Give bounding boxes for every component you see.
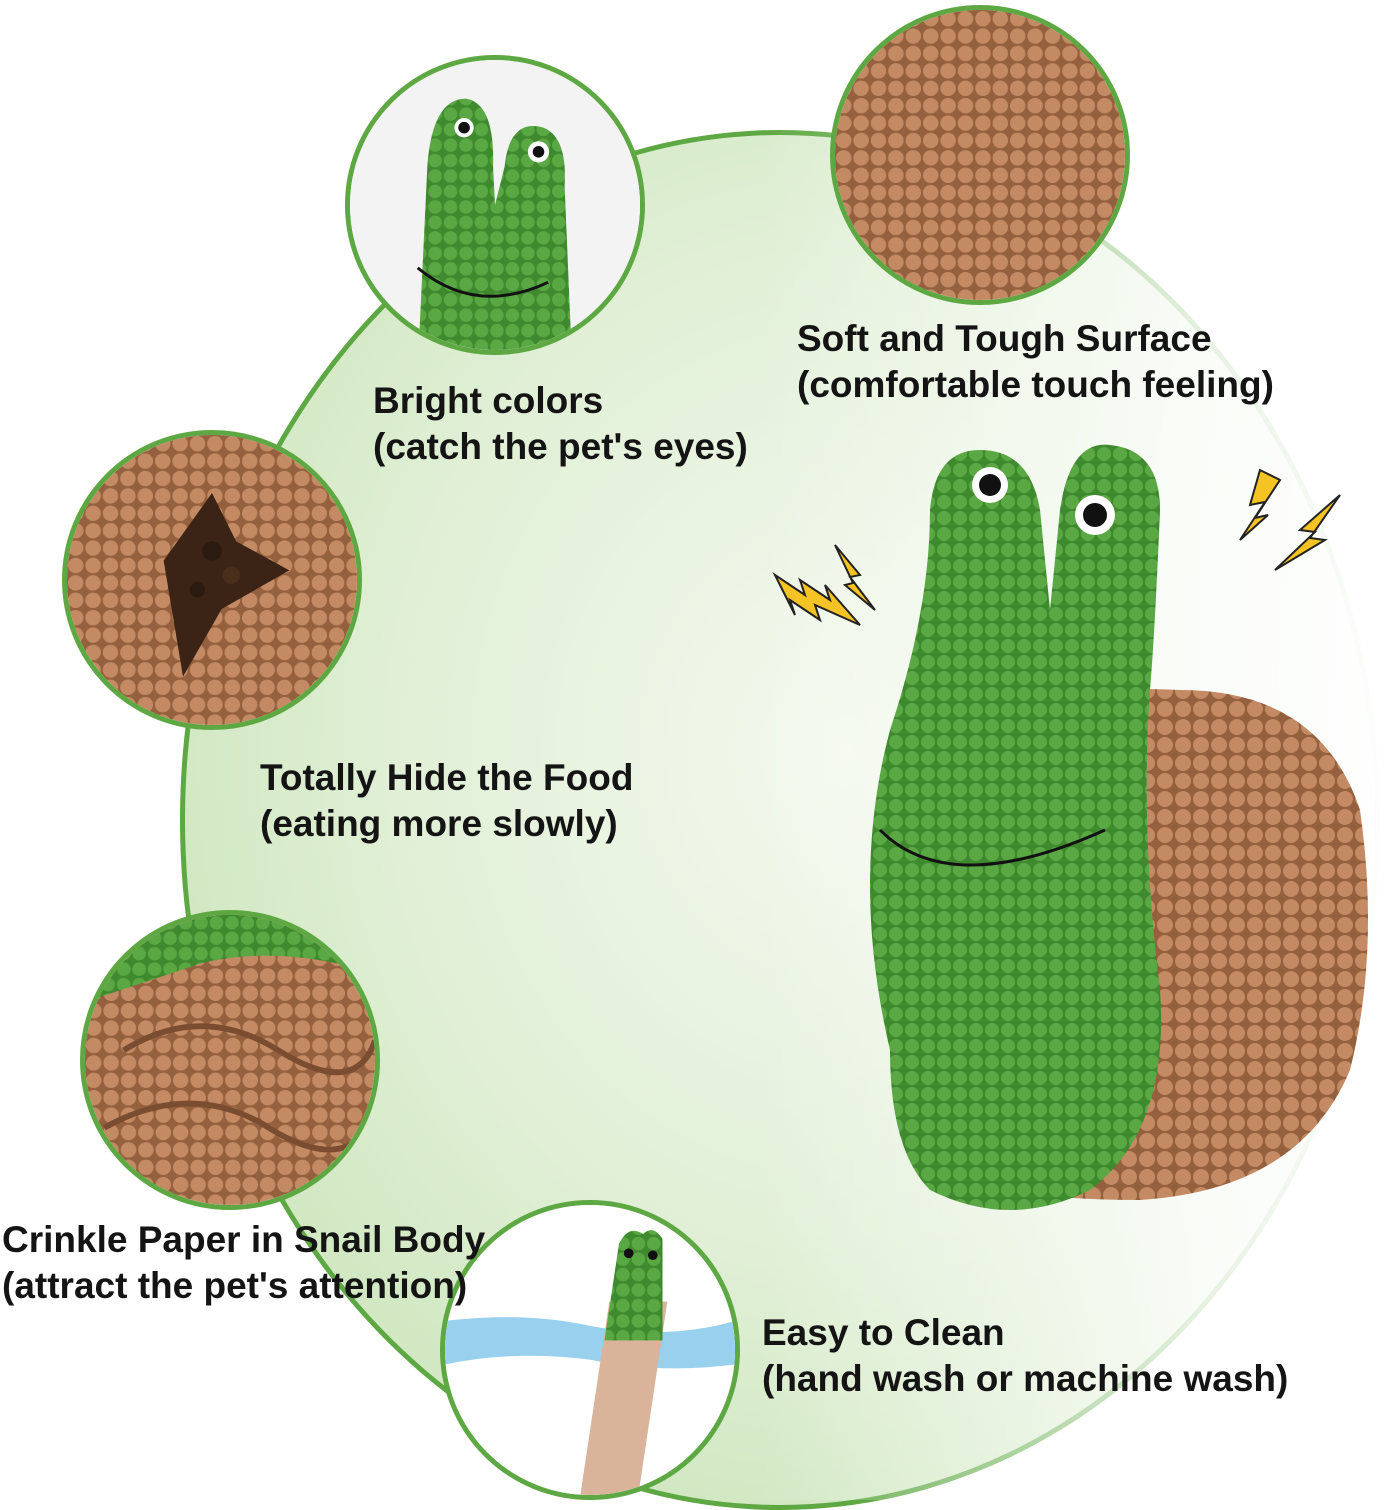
- lightning-bolt-icon: [772, 544, 876, 626]
- feature-soft-surface: Soft and Tough Surface (comfortable touc…: [797, 316, 1274, 408]
- feature-title: Crinkle Paper in Snail Body: [2, 1219, 486, 1260]
- feature-easy-clean: Easy to Clean (hand wash or machine wash…: [762, 1310, 1288, 1402]
- feature-crinkle-paper: Crinkle Paper in Snail Body (attract the…: [2, 1217, 485, 1309]
- feature-bright-colors: Bright colors (catch the pet's eyes): [373, 378, 748, 470]
- feature-subtitle: (comfortable touch feeling): [797, 364, 1274, 405]
- snail-toy-product-image: [760, 430, 1380, 1210]
- feature-subtitle: (eating more slowly): [260, 803, 618, 844]
- feature-subtitle: (catch the pet's eyes): [373, 426, 748, 467]
- feature-title: Totally Hide the Food: [260, 757, 634, 798]
- feature-title: Bright colors: [373, 380, 604, 421]
- feature-title: Easy to Clean: [762, 1312, 1005, 1353]
- easy-clean-image: [440, 1200, 740, 1500]
- feature-hide-food: Totally Hide the Food (eating more slowl…: [260, 755, 633, 847]
- bright-colors-image: [345, 55, 645, 355]
- lightning-bolt-icon: [1239, 468, 1341, 571]
- feature-title: Soft and Tough Surface: [797, 318, 1212, 359]
- hide-food-image: [62, 430, 362, 730]
- crinkle-body-image: [80, 910, 380, 1210]
- feature-subtitle: (hand wash or machine wash): [762, 1358, 1289, 1399]
- feature-subtitle: (attract the pet's attention): [2, 1265, 468, 1306]
- soft-surface-image: [830, 5, 1130, 305]
